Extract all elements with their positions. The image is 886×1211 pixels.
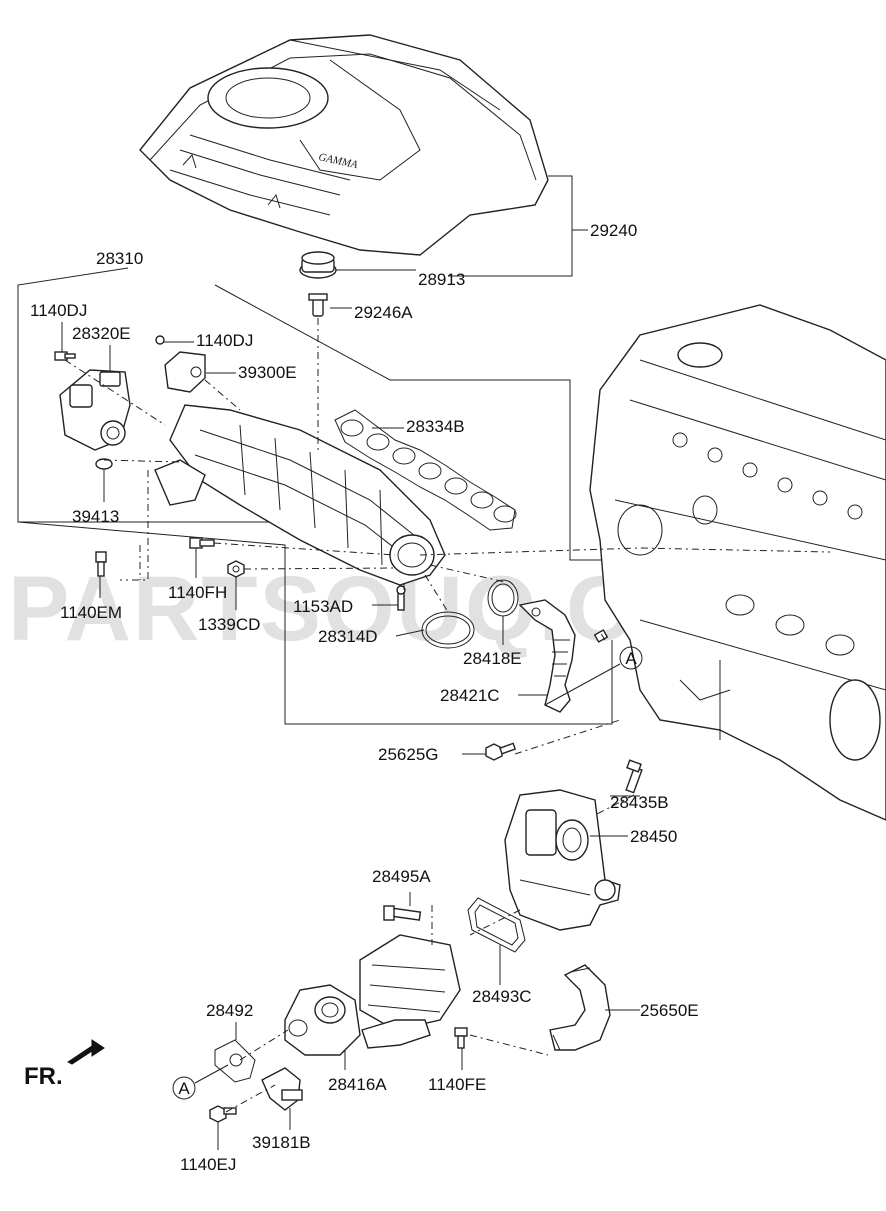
label-39300e: 39300E [238, 363, 297, 382]
box-28310-left [17, 267, 290, 523]
bolt-1140dj-left[interactable] [54, 351, 76, 361]
gasket-28493c[interactable] [467, 897, 526, 953]
bolt-28435b[interactable] [625, 759, 643, 794]
bolt-1140fe[interactable] [454, 1027, 468, 1049]
label-39181b: 39181B [252, 1133, 311, 1152]
bolt-small-pipe[interactable] [593, 629, 609, 643]
label-25625g: 25625G [378, 745, 439, 764]
label-28495a: 28495A [372, 867, 431, 886]
front-arrow-icon [67, 1039, 105, 1065]
intake-gasket-part[interactable] [334, 409, 517, 531]
svg-text:A: A [178, 1079, 190, 1098]
label-1140em: 1140EM [60, 603, 122, 622]
bracket-39181b[interactable] [261, 1067, 303, 1111]
egr-cooler-part[interactable] [284, 934, 461, 1056]
bolt-1153ad[interactable] [396, 585, 406, 611]
label-1339cd: 1339CD [198, 615, 260, 634]
label-1140fe: 1140FE [428, 1075, 486, 1094]
label-28913: 28913 [418, 270, 465, 289]
intake-manifold-part[interactable] [154, 404, 446, 586]
callout-a-lower: A [172, 1076, 196, 1100]
bolt-1140fh[interactable] [189, 537, 215, 549]
front-label: FR. [24, 1063, 63, 1090]
gasket-28492[interactable] [214, 1039, 256, 1083]
label-28310: 28310 [96, 249, 143, 268]
label-28421c: 28421C [440, 686, 500, 705]
label-29240: 29240 [590, 221, 637, 240]
label-28416a: 28416A [328, 1075, 387, 1094]
map-sensor-part[interactable] [164, 351, 206, 393]
label-1153ad: 1153AD [293, 597, 353, 616]
label-28418e: 28418E [463, 649, 522, 668]
label-1140dj-left: 1140DJ [30, 301, 87, 320]
egr-pipe-part[interactable] [518, 599, 576, 713]
egr-valve-part[interactable] [504, 789, 621, 931]
front-direction-marker: FR. [24, 1039, 105, 1090]
engine-cover[interactable]: GAMMA [139, 34, 549, 256]
hose-25650e[interactable] [549, 964, 611, 1051]
engine-block [589, 304, 886, 821]
bolt-1140ej[interactable] [209, 1105, 237, 1123]
label-1140fh: 1140FH [168, 583, 227, 602]
label-1140ej: 1140EJ [180, 1155, 236, 1174]
svg-text:A: A [625, 649, 637, 668]
callout-a-upper: A [619, 646, 643, 670]
grommet-part[interactable] [299, 251, 337, 279]
label-29246a: 29246A [354, 303, 413, 322]
bolt-1140dj-right[interactable] [155, 335, 165, 345]
label-28320e: 28320E [72, 324, 131, 343]
bolt-25625g[interactable] [485, 742, 517, 761]
box-28310-right [214, 284, 640, 561]
label-39413: 39413 [72, 507, 119, 526]
label-28314d: 28314D [318, 627, 378, 646]
label-28492: 28492 [206, 1001, 253, 1020]
label-1140dj-right: 1140DJ [196, 331, 253, 350]
bracket-29240 [448, 175, 573, 277]
nut-1339cd[interactable] [227, 560, 245, 578]
label-28493c: 28493C [472, 987, 532, 1006]
label-28334b: 28334B [406, 417, 465, 436]
label-28435b: 28435B [610, 793, 669, 812]
bolt-28495a[interactable] [383, 905, 422, 921]
label-25650e: 25650E [640, 1001, 699, 1020]
label-28450: 28450 [630, 827, 677, 846]
stud-bolt-part[interactable] [308, 293, 328, 317]
washer-39413[interactable] [95, 458, 113, 470]
bolt-1140em[interactable] [95, 551, 107, 577]
throttle-valve-part[interactable] [59, 369, 131, 451]
